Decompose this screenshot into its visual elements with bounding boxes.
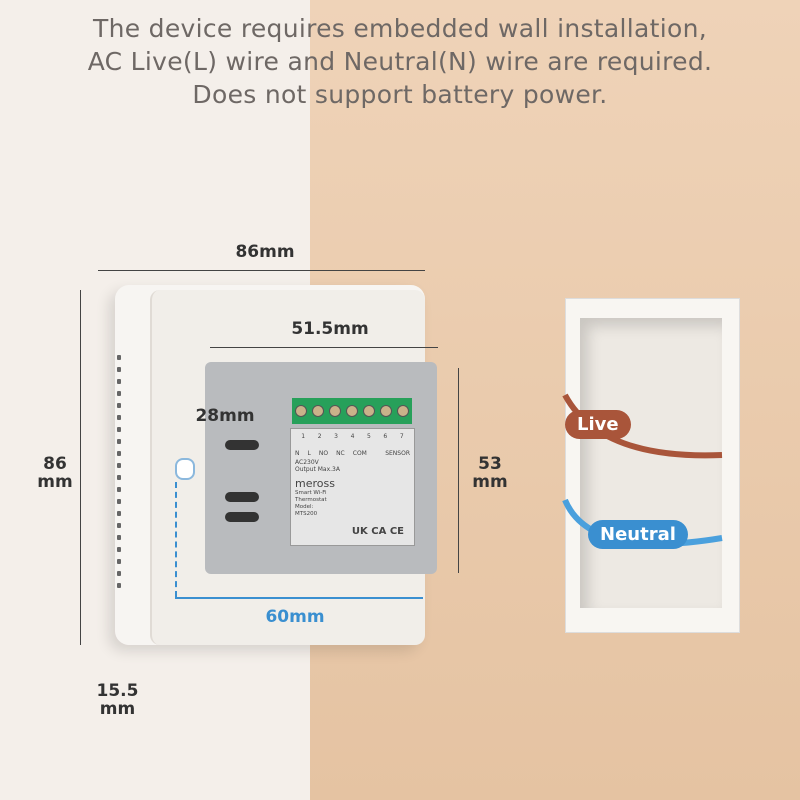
vent-slot [117, 523, 121, 528]
vent-slot [117, 463, 121, 468]
module-slot [225, 512, 259, 522]
vent-slot [117, 475, 121, 480]
neutral-label: Neutral [588, 520, 688, 549]
vent-slot [117, 379, 121, 384]
vent-slot [117, 427, 121, 432]
depth-module-label: 28mm [195, 406, 255, 426]
depth-plate-label: 15.5 mm [96, 681, 139, 719]
product-text: Smart Wi-Fi Thermostat Model: MTS200 [295, 490, 327, 517]
module-slot [225, 492, 259, 502]
vent-slot [117, 403, 121, 408]
brand-logo: meross [295, 477, 335, 490]
hole-spacing-line [175, 597, 423, 599]
dim-line [210, 347, 438, 348]
vent-slot [117, 487, 121, 492]
mounting-hole [175, 458, 195, 480]
wall-box-cavity [580, 318, 722, 608]
headline-line: Does not support battery power. [192, 80, 608, 109]
vent-slot [117, 391, 121, 396]
rating-text: AC230V Output Max.3A [295, 459, 340, 473]
headline-line: The device requires embedded wall instal… [93, 14, 707, 43]
vent-slot [117, 571, 121, 576]
width-module-label: 51.5mm [291, 319, 369, 339]
vent-slot [117, 415, 121, 420]
terminal-block [292, 398, 412, 424]
vent-slot [117, 499, 121, 504]
vent-slot [117, 511, 121, 516]
vent-slot [117, 355, 121, 360]
height-module-label: 53 mm [472, 454, 508, 492]
vent-slot [117, 439, 121, 444]
width-outer-label: 86mm [235, 242, 295, 262]
vent-slot [117, 535, 121, 540]
height-outer-label: 86 mm [37, 454, 73, 492]
module-slot [225, 440, 259, 450]
headline: The device requires embedded wall instal… [0, 12, 800, 111]
vent-slot [117, 367, 121, 372]
vent-slot [117, 583, 121, 588]
headline-line: AC Live(L) wire and Neutral(N) wire are … [87, 47, 713, 76]
hole-spacing-label: 60mm [265, 607, 325, 627]
dim-line [458, 368, 459, 573]
live-wire [562, 393, 723, 459]
live-label: Live [565, 410, 631, 439]
dim-line [98, 270, 425, 271]
vent-slot [117, 559, 121, 564]
vent-slot [117, 547, 121, 552]
dim-line [80, 290, 81, 645]
vent-slot [117, 451, 121, 456]
certification-marks: UK CA CE [351, 526, 404, 537]
